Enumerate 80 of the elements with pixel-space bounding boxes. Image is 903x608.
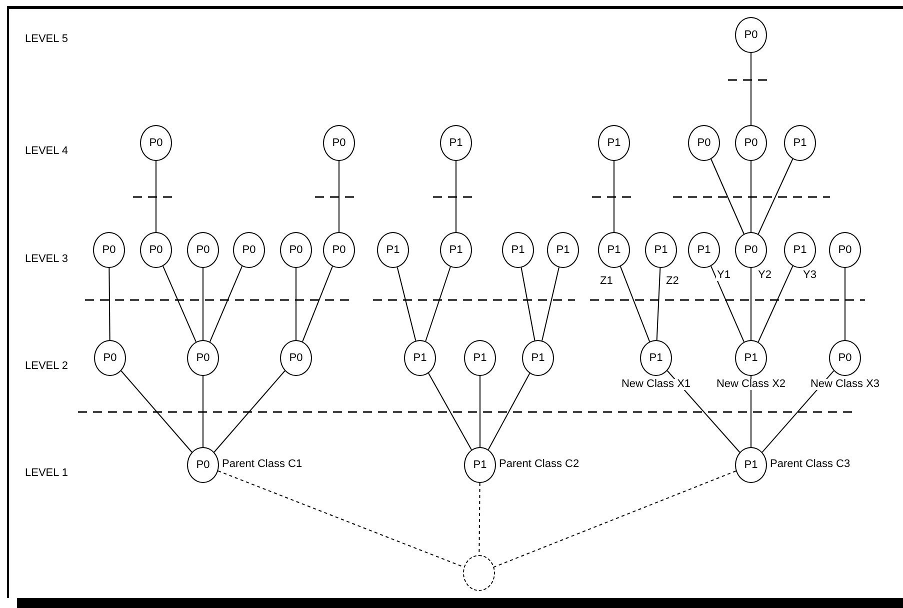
class-node: P0 [323, 125, 355, 161]
edge-label: Y2 [757, 270, 772, 281]
connector-line [750, 268, 752, 340]
class-node: P1 [645, 232, 677, 268]
connector-line [620, 266, 650, 342]
class-node: P0 [323, 232, 355, 268]
level-label: LEVEL 3 [25, 254, 68, 265]
class-node: P1 [404, 340, 436, 376]
class-node: P0 [187, 340, 219, 376]
level-label: LEVEL 4 [25, 146, 68, 157]
empty-class-circle [463, 555, 495, 591]
class-node: P1 [640, 340, 672, 376]
connector-line [214, 370, 286, 453]
connector-line [656, 267, 661, 341]
class-node: P1 [502, 232, 534, 268]
connector-line [396, 266, 416, 342]
connector-line [750, 52, 752, 126]
class-node: P0 [829, 232, 861, 268]
class-node: P1 [377, 232, 409, 268]
class-node: P1 [522, 340, 554, 376]
class-node: P1 [440, 125, 472, 161]
class-node: P0 [735, 125, 767, 161]
level-label: LEVEL 2 [25, 361, 68, 372]
class-node: P1 [735, 340, 767, 376]
class-node: P1 [598, 232, 630, 268]
class-node: P0 [280, 340, 312, 376]
connector-line [750, 376, 752, 448]
connector-line [488, 372, 530, 450]
connector-line [108, 268, 110, 340]
connector-line [710, 158, 744, 234]
connector-line [428, 372, 472, 450]
class-node: P1 [464, 340, 496, 376]
connector-line [202, 268, 204, 340]
edge-label: Z1 [599, 276, 614, 287]
class-node: P0 [94, 340, 126, 376]
connector-line [302, 266, 333, 342]
class-name: Parent Class C3 [770, 459, 850, 470]
connector-line [162, 266, 196, 342]
class-node: P1 [784, 232, 816, 268]
dashed-connector [218, 470, 464, 568]
connector-line [202, 376, 204, 448]
connector-line [120, 370, 192, 453]
class-node: P1 [688, 232, 720, 268]
level-label: LEVEL 1 [25, 468, 68, 479]
class-node: P0 [829, 340, 861, 376]
class-node: P0 [140, 125, 172, 161]
class-node: P1 [464, 447, 496, 483]
class-node: P1 [784, 125, 816, 161]
class-node: P1 [735, 447, 767, 483]
connector-line [338, 160, 340, 232]
connector-line [844, 268, 846, 340]
edge-label: Z2 [665, 276, 680, 287]
connector-line [710, 266, 744, 342]
class-node: P0 [735, 232, 767, 268]
class-node: P1 [598, 125, 630, 161]
class-name: Parent Class C1 [222, 459, 302, 470]
class-node: P0 [688, 125, 720, 161]
connector-line [209, 266, 243, 342]
edge-label: Y3 [802, 270, 818, 281]
connector-line [425, 266, 451, 342]
connector-line [762, 370, 834, 453]
class-node: P0 [140, 232, 172, 268]
connector-line [666, 370, 740, 453]
class-node: P0 [93, 232, 125, 268]
dashed-connector [494, 470, 736, 568]
class-node: P0 [187, 447, 219, 483]
edge-label: Y1 [716, 270, 732, 281]
class-node: P0 [735, 17, 767, 53]
connector-line [542, 266, 560, 342]
connector-line [750, 160, 752, 232]
class-node: P0 [280, 232, 312, 268]
class-name: Parent Class C2 [499, 459, 580, 470]
class-node: P1 [440, 232, 472, 268]
class-node: P0 [233, 232, 265, 268]
class-node: P0 [187, 232, 219, 268]
connector-line [758, 266, 794, 342]
class-node: P1 [547, 232, 579, 268]
connector-line [520, 267, 536, 341]
level-label: LEVEL 5 [25, 34, 68, 45]
connector-line [758, 158, 794, 234]
